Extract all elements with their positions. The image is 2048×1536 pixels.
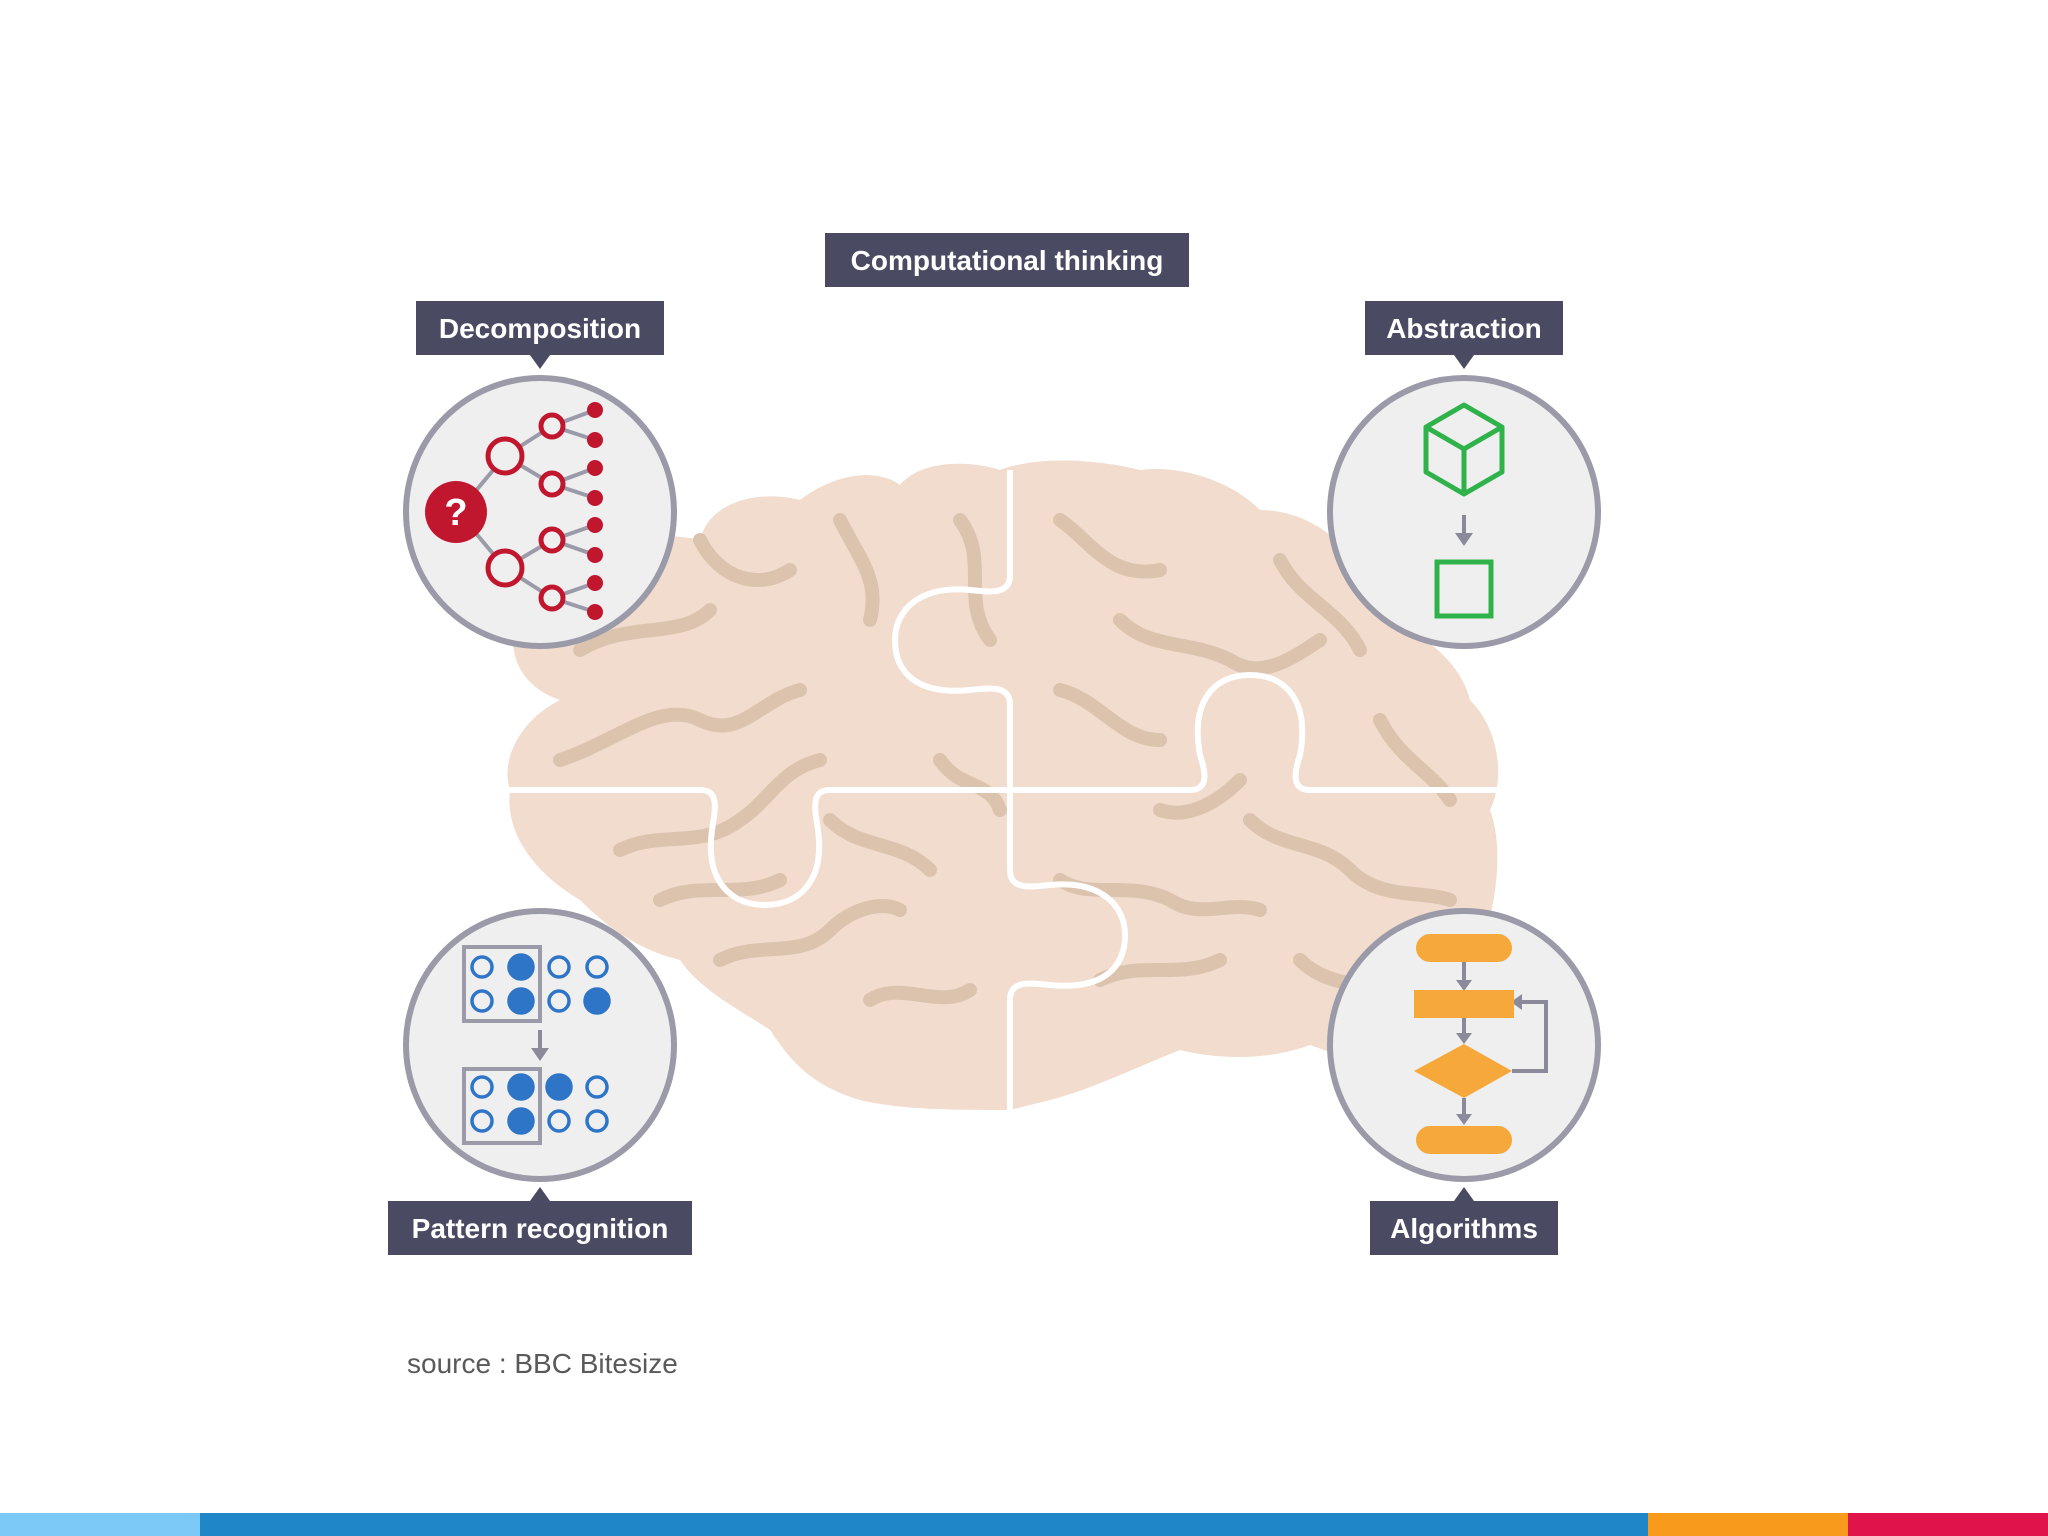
footer-color-bar xyxy=(0,1513,2048,1536)
brain-puzzle-illustration xyxy=(500,460,1500,1110)
pattern-recognition-circle xyxy=(403,908,677,1182)
pattern-recognition-label-text: Pattern recognition xyxy=(412,1213,669,1244)
down-arrow-icon xyxy=(1455,515,1473,546)
pattern-dots-icon xyxy=(470,953,611,1135)
algorithms-circle xyxy=(1327,908,1601,1182)
flowchart-icon xyxy=(1414,934,1548,1154)
puzzle-seams xyxy=(500,470,1500,1110)
pattern-recognition-label: Pattern recognition xyxy=(388,1187,692,1255)
decomposition-label-text: Decomposition xyxy=(439,313,641,344)
cube-icon xyxy=(1423,402,1505,497)
abstraction-circle xyxy=(1327,375,1601,649)
abstraction-label-text: Abstraction xyxy=(1386,313,1542,344)
title-label: Computational thinking xyxy=(825,233,1189,287)
algorithms-label: Algorithms xyxy=(1370,1187,1558,1255)
footer-segment-red xyxy=(1848,1513,2048,1536)
footer-segment-light-blue xyxy=(0,1513,200,1536)
footer-segment-blue xyxy=(200,1513,1648,1536)
footer-segment-orange xyxy=(1648,1513,1848,1536)
decomposition-label: Decomposition xyxy=(416,301,664,369)
down-arrow-icon xyxy=(531,1030,549,1061)
square-icon xyxy=(1434,559,1494,619)
algorithms-label-text: Algorithms xyxy=(1390,1213,1538,1244)
decomposition-tree-icon: ? xyxy=(425,402,603,620)
source-caption: source : BBC Bitesize xyxy=(407,1348,678,1379)
decomposition-circle: ? xyxy=(403,375,677,649)
question-mark-icon: ? xyxy=(444,492,467,534)
title-text: Computational thinking xyxy=(851,245,1164,276)
abstraction-label: Abstraction xyxy=(1365,301,1563,369)
